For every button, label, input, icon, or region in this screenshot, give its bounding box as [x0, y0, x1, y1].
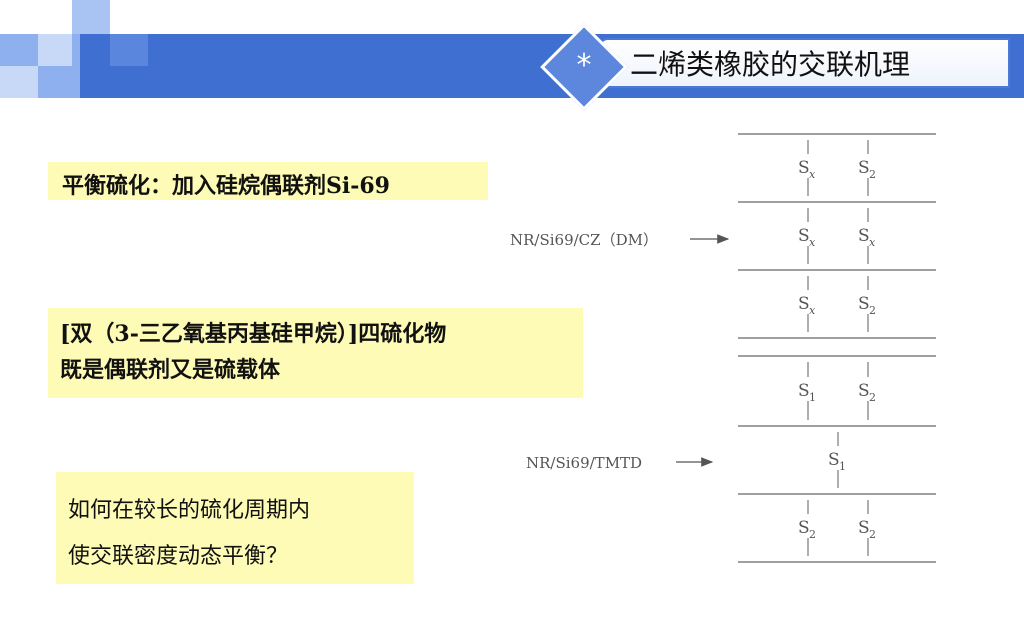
upper-crosslink-left-subscript: x [809, 236, 816, 249]
deco-square [110, 34, 148, 66]
text-box-question: 如何在较长的硫化周期内 使交联密度动态平衡？ [56, 472, 414, 584]
lower-crosslink-center-label: S [828, 450, 840, 470]
lower-crosslink-left-subscript: 2 [809, 528, 816, 541]
box1-text: 平衡硫化：加入硅烷偶联剂Si-69 [62, 173, 390, 199]
upper-crosslink-left-subscript: x [809, 168, 816, 181]
deco-square [0, 66, 38, 98]
asterisk-icon: * [576, 47, 592, 83]
lower-crosslink-center-subscript: 1 [839, 460, 846, 473]
lower-crosslink-right-label: S [858, 518, 870, 538]
box3-line1: 如何在较长的硫化周期内 [68, 498, 311, 523]
upper-crosslink-right-subscript: 2 [869, 168, 876, 181]
box3-line2: 使交联密度动态平衡？ [68, 544, 289, 569]
lower-crosslink-left-subscript: 1 [809, 391, 816, 404]
lower-crosslink-right-subscript: 2 [869, 528, 876, 541]
upper-system-label: NR/Si69/CZ（DM） [510, 231, 658, 249]
upper-crosslink-right-label: S [858, 226, 870, 246]
upper-crosslink-right-label: S [858, 158, 870, 178]
upper-crosslink-right-subscript: x [869, 236, 876, 249]
slide-title: 二烯类橡胶的交联机理 [598, 38, 1010, 88]
lower-crosslink-left-label: S [798, 381, 810, 401]
upper-crosslink-left-label: S [798, 158, 810, 178]
box2-line2: 既是偶联剂又是硫载体 [60, 357, 281, 383]
lower-system-label: NR/Si69/TMTD [526, 454, 642, 472]
slide-title-text: 二烯类橡胶的交联机理 [630, 48, 911, 81]
upper-crosslink-right-subscript: 2 [869, 304, 876, 317]
text-box-balanced-vulcanization: 平衡硫化：加入硅烷偶联剂Si-69 [48, 162, 488, 200]
deco-square [38, 34, 72, 66]
box2-line1: [双（3-三乙氧基丙基硅甲烷）]四硫化物 [60, 321, 447, 347]
text-box-si69-description: [双（3-三乙氧基丙基硅甲烷）]四硫化物 既是偶联剂又是硫载体 [48, 308, 583, 398]
lower-crosslink-right-label: S [858, 381, 870, 401]
deco-square [72, 0, 110, 34]
upper-crosslink-left-label: S [798, 294, 810, 314]
upper-crosslink-right-label: S [858, 294, 870, 314]
upper-crosslink-left-label: S [798, 226, 810, 246]
lower-crosslink-left-label: S [798, 518, 810, 538]
lower-crosslink-right-subscript: 2 [869, 391, 876, 404]
upper-crosslink-left-subscript: x [809, 304, 816, 317]
